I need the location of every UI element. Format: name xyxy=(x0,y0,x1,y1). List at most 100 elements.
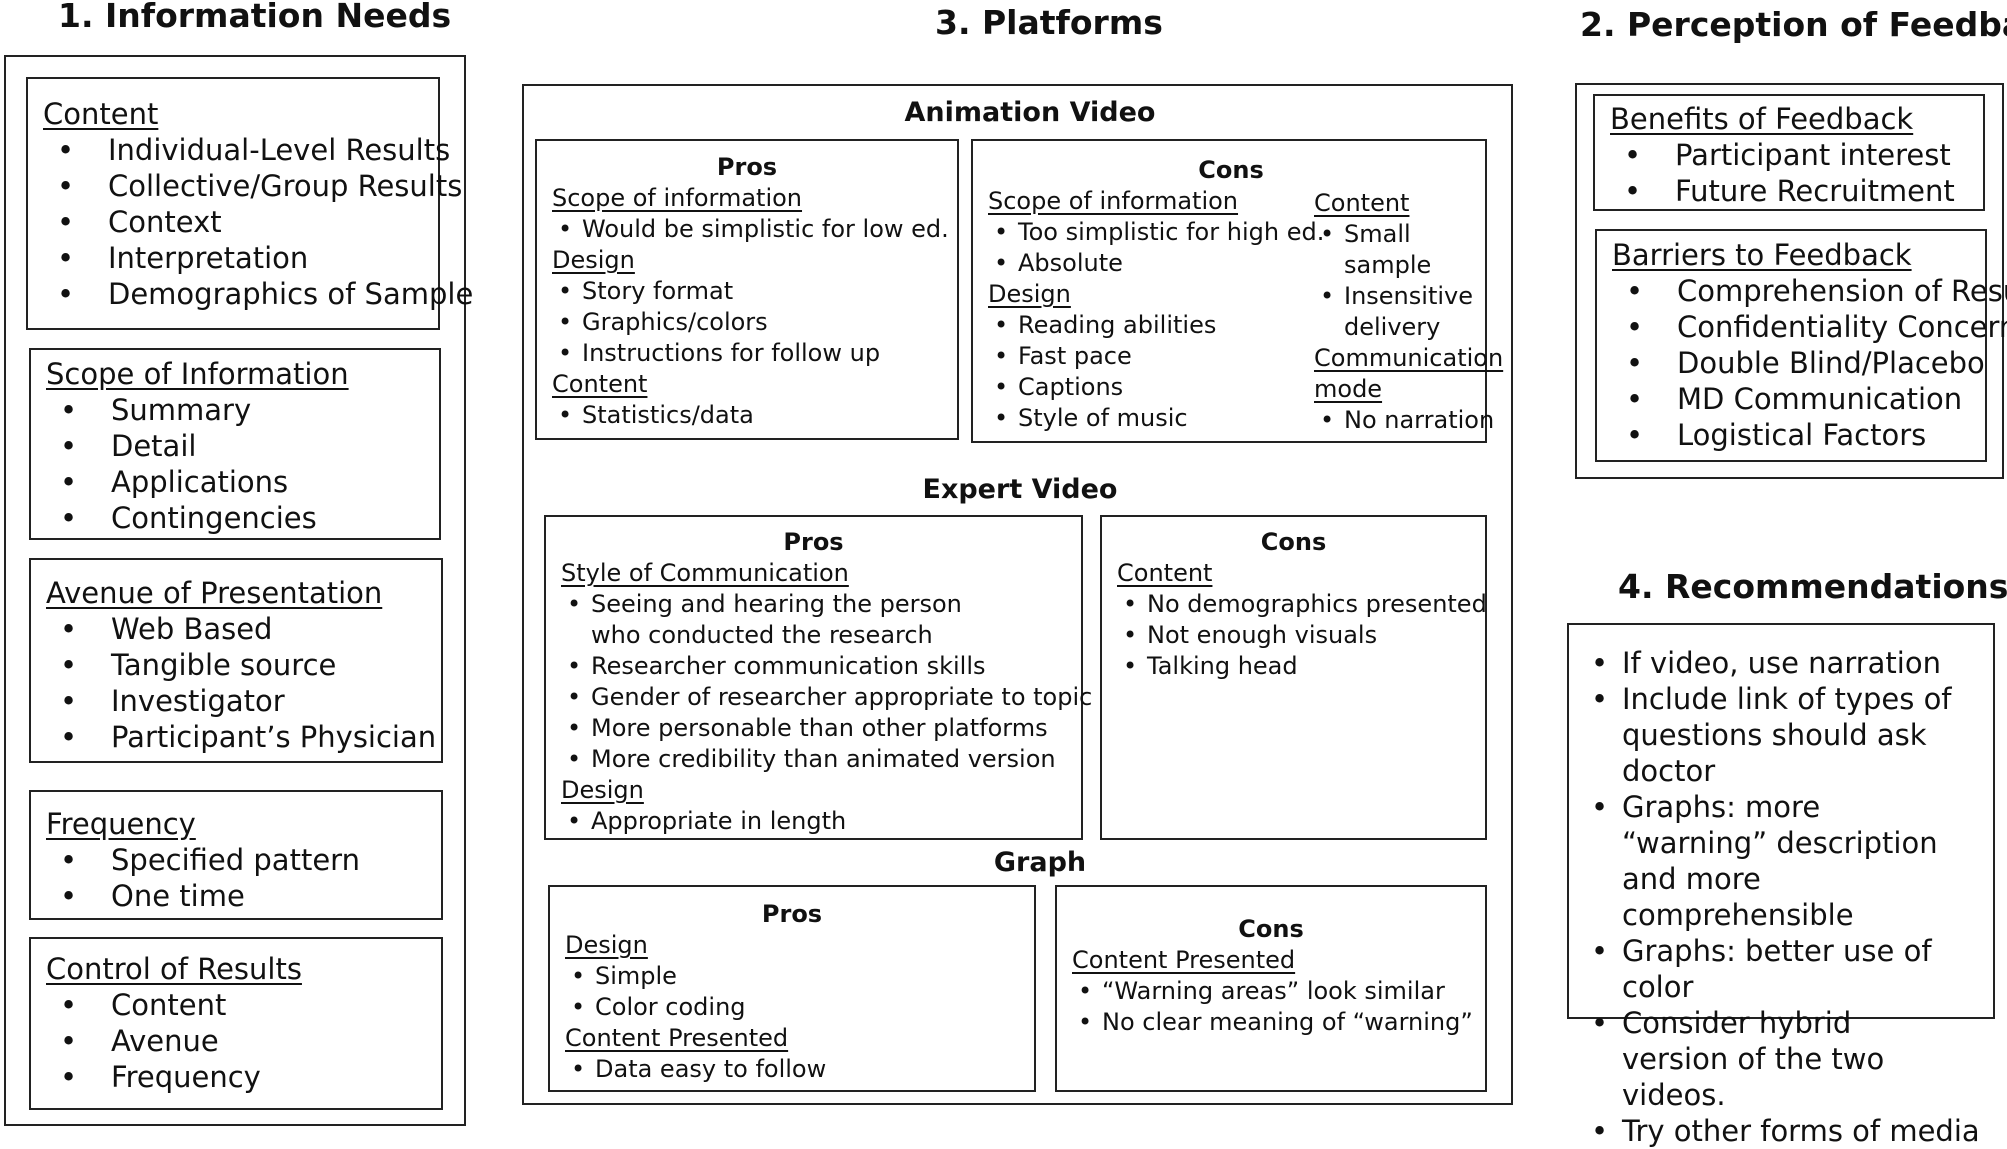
list-item: No demographics presented xyxy=(1117,589,1487,620)
list-item: Appropriate in length xyxy=(561,806,1081,837)
barriers-heading: Barriers to Feedback xyxy=(1612,238,1912,272)
recommendation-item: If video, use narration xyxy=(1577,645,1983,681)
section-heading: Communication mode xyxy=(1314,344,1504,403)
section-heading: Design xyxy=(988,280,1071,308)
perception-title: 2. Perception of Feedback xyxy=(1580,5,2007,44)
list-item: Talking head xyxy=(1117,651,1485,682)
list-item: Detail xyxy=(46,428,439,464)
list-item: Story format xyxy=(552,276,957,307)
list-item: Small sample xyxy=(1314,219,1434,281)
section-heading: Scope of information xyxy=(988,187,1239,215)
recommendation-item: Graphs: better use of color xyxy=(1577,933,1983,1005)
barriers-box: Barriers to Feedback Comprehension of Re… xyxy=(1595,229,2007,462)
list-item: Specified pattern xyxy=(46,842,441,878)
list-item: Gender of researcher appropriate to topi… xyxy=(561,682,1092,713)
platforms-title: 3. Platforms xyxy=(935,3,1163,42)
section-heading: Scope of information xyxy=(552,184,803,212)
section-heading: Design xyxy=(561,776,644,804)
animation-cons-box: Cons Scope of information Too simplistic… xyxy=(971,139,1504,443)
list-item: Seeing and hearing the person who conduc… xyxy=(561,589,1001,651)
list-item: No narration xyxy=(1314,405,1494,436)
list-item: Context xyxy=(43,204,438,240)
animation-pros-head: Pros xyxy=(716,153,778,181)
benefits-box: Benefits of Feedback Participant interes… xyxy=(1593,94,1985,211)
list-item: Color coding xyxy=(565,992,1034,1023)
info-needs-panel xyxy=(4,55,466,1126)
list-item: Individual-Level Results xyxy=(43,132,450,168)
list-item: Tangible source xyxy=(46,647,441,683)
recommendations-title: 4. Recommendations xyxy=(1618,567,2007,606)
list-item: Insensitive delivery xyxy=(1314,281,1484,343)
info-scope-heading: Scope of Information xyxy=(46,357,349,391)
list-item: Web Based xyxy=(46,611,441,647)
section-heading: Content xyxy=(552,370,648,398)
animation-cons-left: Scope of information Too simplistic for … xyxy=(988,186,1324,434)
section-heading: Style of Communication xyxy=(561,559,849,587)
list-item: Would be simplistic for low ed. xyxy=(552,214,957,245)
list-item: Data easy to follow xyxy=(565,1054,1034,1085)
list-item: Double Blind/Placebo xyxy=(1612,345,1985,381)
info-avenue-heading: Avenue of Presentation xyxy=(46,576,383,610)
list-item: Investigator xyxy=(46,683,441,719)
list-item: Applications xyxy=(46,464,439,500)
section-heading: Content xyxy=(1314,189,1410,217)
recommendation-item: Try other forms of media xyxy=(1577,1113,1983,1149)
list-item: Researcher communication skills xyxy=(561,651,1081,682)
recommendation-item: Include link of types of questions shoul… xyxy=(1577,681,1983,789)
list-item: Instructions for follow up xyxy=(552,338,957,369)
list-item: MD Communication xyxy=(1612,381,1985,417)
section-heading: Content xyxy=(1117,559,1213,587)
graph-cons-head: Cons xyxy=(1238,915,1304,943)
list-item: Not enough visuals xyxy=(1117,620,1485,651)
animation-pros-box: Pros Scope of information Would be simpl… xyxy=(535,139,959,440)
list-item: One time xyxy=(46,878,441,914)
graph-cons-box: Cons Content Presented “Warning areas” l… xyxy=(1055,885,1487,1092)
list-item: Graphics/colors xyxy=(552,307,957,338)
graph-title: Graph xyxy=(993,847,1087,878)
list-item: Comprehension of Result xyxy=(1612,273,2007,309)
info-content-heading: Content xyxy=(43,97,159,131)
info-content-box: Content Individual-Level Results Collect… xyxy=(26,77,473,330)
list-item: Simple xyxy=(565,961,1034,992)
list-item: Participant interest xyxy=(1610,137,1983,173)
recommendation-item: Consider hybrid version of the two video… xyxy=(1577,1005,1962,1113)
list-item: Demographics of Sample xyxy=(43,276,473,312)
animation-video-title: Animation Video xyxy=(904,97,1156,128)
expert-video-title: Expert Video xyxy=(922,474,1118,505)
list-item: Summary xyxy=(46,392,439,428)
list-item: Frequency xyxy=(46,1059,441,1095)
section-heading: Content Presented xyxy=(565,1024,789,1052)
expert-pros-head: Pros xyxy=(783,528,844,556)
list-item: Too simplistic for high ed. xyxy=(988,217,1324,248)
list-item: Contingencies xyxy=(46,500,439,536)
list-item: Captions xyxy=(988,372,1324,403)
info-frequency-heading: Frequency xyxy=(46,807,196,841)
list-item: Reading abilities xyxy=(988,310,1324,341)
graph-pros-head: Pros xyxy=(761,900,823,928)
list-item: Collective/Group Results xyxy=(43,168,462,204)
graph-pros-box: Pros Design Simple Color coding Content … xyxy=(548,885,1036,1092)
list-item: Logistical Factors xyxy=(1612,417,1985,453)
info-control-box: Control of Results Content Avenue Freque… xyxy=(29,937,443,1110)
list-item: No clear meaning of “warning” xyxy=(1072,1007,1485,1038)
recommendation-item: Graphs: more “warning” description and m… xyxy=(1577,789,1952,933)
list-item: Style of music xyxy=(988,403,1324,434)
list-item: Absolute xyxy=(988,248,1324,279)
info-frequency-box: Frequency Specified pattern One time xyxy=(29,790,443,920)
expert-cons-box: Cons Content No demographics presented N… xyxy=(1100,515,1487,840)
section-heading: Design xyxy=(552,246,635,274)
list-item: Statistics/data xyxy=(552,400,957,431)
list-item: Confidentiality Concerns xyxy=(1612,309,2007,345)
section-heading: Content Presented xyxy=(1072,946,1296,974)
list-item: Participant’s Physician xyxy=(46,719,441,755)
list-item: Avenue xyxy=(46,1023,441,1059)
list-item: Fast pace xyxy=(988,341,1324,372)
info-needs-title: 1. Information Needs xyxy=(58,0,452,35)
list-item: More personable than other platforms xyxy=(561,713,1081,744)
list-item: Future Recruitment xyxy=(1610,173,1983,209)
benefits-heading: Benefits of Feedback xyxy=(1610,102,1914,136)
expert-cons-head: Cons xyxy=(1260,528,1327,556)
list-item: “Warning areas” look similar xyxy=(1072,976,1485,1007)
list-item: Interpretation xyxy=(43,240,438,276)
recommendations-box: If video, use narration Include link of … xyxy=(1567,623,1995,1149)
